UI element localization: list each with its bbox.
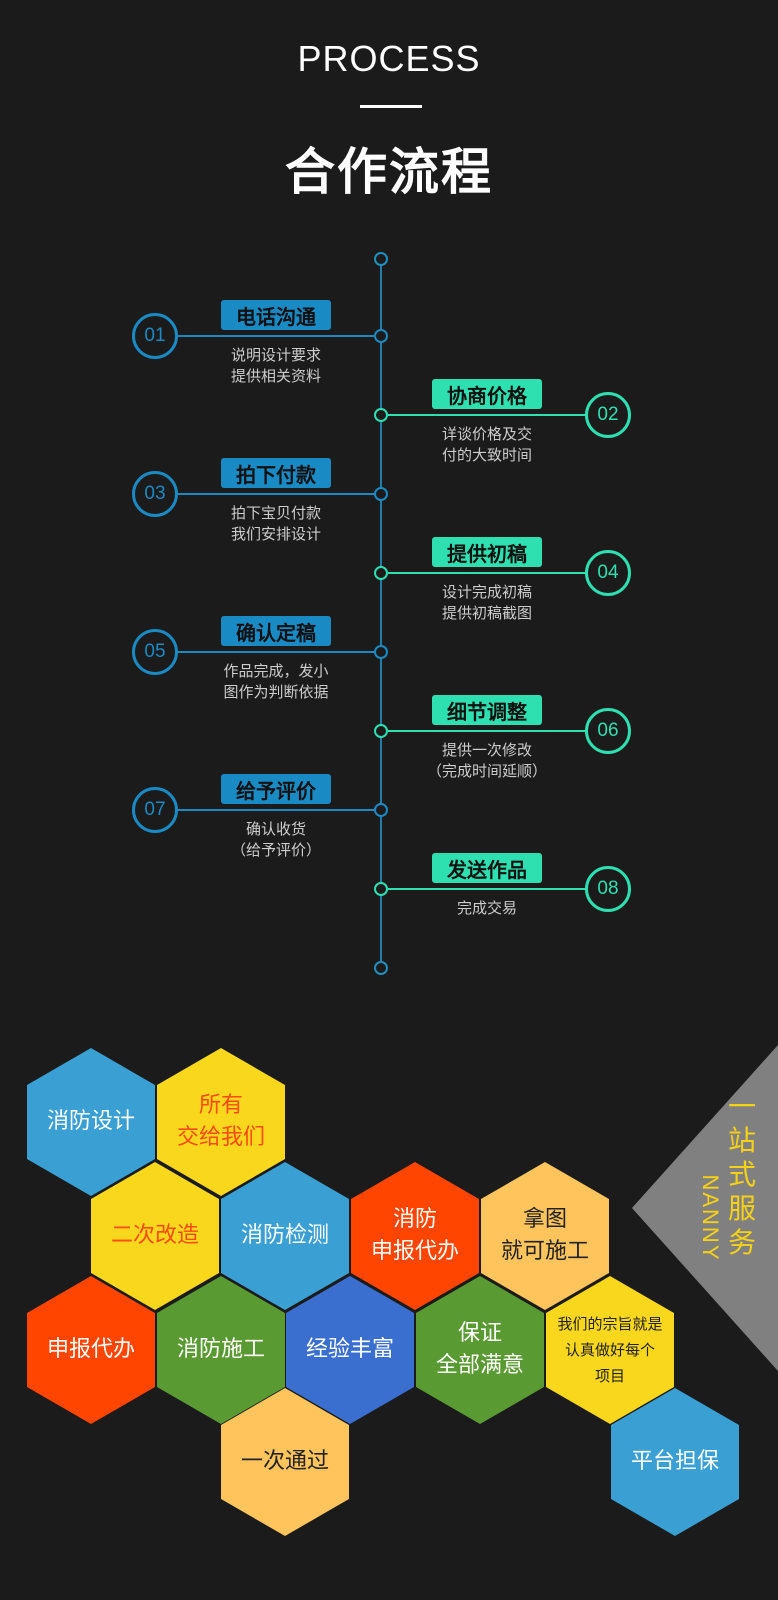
step-number: 01	[132, 313, 178, 359]
step-number: 03	[132, 471, 178, 517]
step-connector	[388, 888, 586, 890]
step-title: 确认定稿	[221, 616, 331, 646]
step-dot	[374, 803, 388, 817]
step-title: 给予评价	[221, 774, 331, 804]
one-stop-text: 一 站 式 服 务	[727, 1090, 756, 1259]
timeline-start-dot	[374, 252, 388, 266]
timeline-end-dot	[374, 961, 388, 975]
step-number: 07	[132, 787, 178, 833]
step-number: 04	[585, 550, 631, 596]
step-description: 作品完成，发小 图作为判断依据	[223, 662, 329, 701]
step-dot	[374, 645, 388, 659]
step-title: 拍下付款	[221, 458, 331, 488]
step-dot	[374, 408, 388, 422]
step-number: 06	[585, 708, 631, 754]
header-en: PROCESS	[297, 38, 481, 79]
step-description: 说明设计要求 提供相关资料	[230, 346, 321, 385]
step-description: 拍下宝贝付款 我们安排设计	[230, 504, 321, 543]
step-description: 详谈价格及交 付的大致时间	[441, 425, 532, 464]
step-number: 08	[585, 866, 631, 912]
step-title: 电话沟通	[221, 300, 331, 330]
step-title: 提供初稿	[432, 537, 542, 567]
step-dot	[374, 487, 388, 501]
step-dot	[374, 724, 388, 738]
step-connector	[178, 809, 374, 811]
header-divider	[360, 105, 422, 108]
step-title: 细节调整	[432, 695, 542, 725]
step-description: 提供一次修改 （完成时间延顺）	[426, 741, 547, 780]
step-dot	[374, 329, 388, 343]
step-number: 02	[585, 392, 631, 438]
step-title: 协商价格	[432, 379, 542, 409]
step-number: 05	[132, 629, 178, 675]
step-description: 设计完成初稿 提供初稿截图	[441, 583, 532, 622]
step-description: 确认收货 （给予评价）	[230, 820, 321, 859]
step-dot	[374, 566, 388, 580]
nanny-text: NANNY	[698, 1174, 723, 1262]
step-dot	[374, 882, 388, 896]
step-connector	[388, 414, 586, 416]
step-description: 完成交易	[456, 899, 517, 917]
step-connector	[388, 572, 586, 574]
timeline-line	[380, 262, 382, 966]
step-connector	[178, 493, 374, 495]
step-title: 发送作品	[432, 853, 542, 883]
step-connector	[388, 730, 586, 732]
step-connector	[178, 335, 374, 337]
step-connector	[178, 651, 374, 653]
page-title: 合作流程	[285, 143, 493, 201]
